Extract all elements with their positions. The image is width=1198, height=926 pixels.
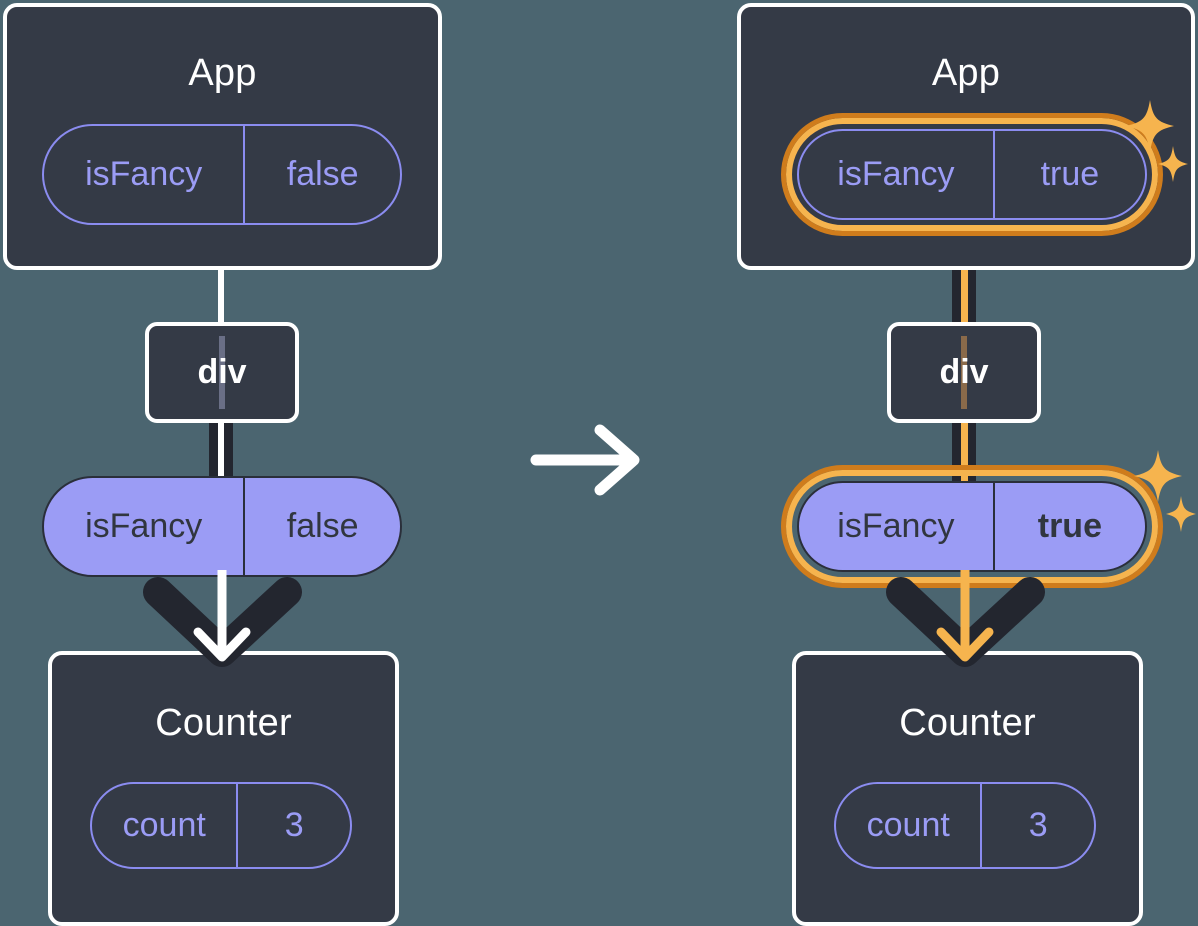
wire-app-to-div-after-core [961,216,968,328]
prop-value-after: true [992,483,1145,570]
div-node-label-after: div [939,353,989,391]
counter-title-before: Counter [155,702,292,744]
wire-app-to-div-before [218,225,224,325]
sparkle-icon-app-after [1126,98,1190,190]
app-title-before: App [188,52,257,94]
prop-pill-after: isFancy true [797,481,1147,572]
counter-state-pill-after: count 3 [834,782,1096,869]
counter-state-key-after: count [866,806,950,844]
sparkle-icon-prop-after [1134,448,1198,540]
div-node-label-before: div [197,353,247,391]
prop-key-before: isFancy [85,507,203,545]
app-state-key-after: isFancy [837,155,955,193]
app-state-pill-before: isFancy false [42,124,402,225]
prop-pill-before: isFancy false [42,476,402,577]
div-node-before: div [145,322,299,423]
prop-value-before: false [243,478,400,575]
counter-state-value-before: 3 [236,784,350,867]
app-state-pill-after: isFancy true [797,129,1147,220]
app-state-value-after: true [992,131,1145,218]
app-state-key-before: isFancy [85,155,203,193]
transition-arrow-icon [528,420,648,500]
div-node-wire-before [219,336,225,409]
counter-state-value-after: 3 [980,784,1094,867]
wire-div-to-prop-after-core [961,418,968,488]
div-node-after: div [887,322,1041,423]
app-state-highlight-ring-after [781,113,1163,236]
wire-div-to-prop-before-core [218,418,224,488]
app-title-after: App [931,52,1001,94]
app-state-value-before: false [243,126,400,223]
flow-arrow-after [883,570,1048,670]
flow-arrow-before [140,570,305,670]
div-node-wire-after [961,336,967,409]
counter-title-after: Counter [899,702,1036,744]
prop-highlight-ring-after [781,465,1163,588]
prop-key-after: isFancy [837,507,955,545]
counter-state-key-before: count [122,806,206,844]
counter-state-pill-before: count 3 [90,782,352,869]
